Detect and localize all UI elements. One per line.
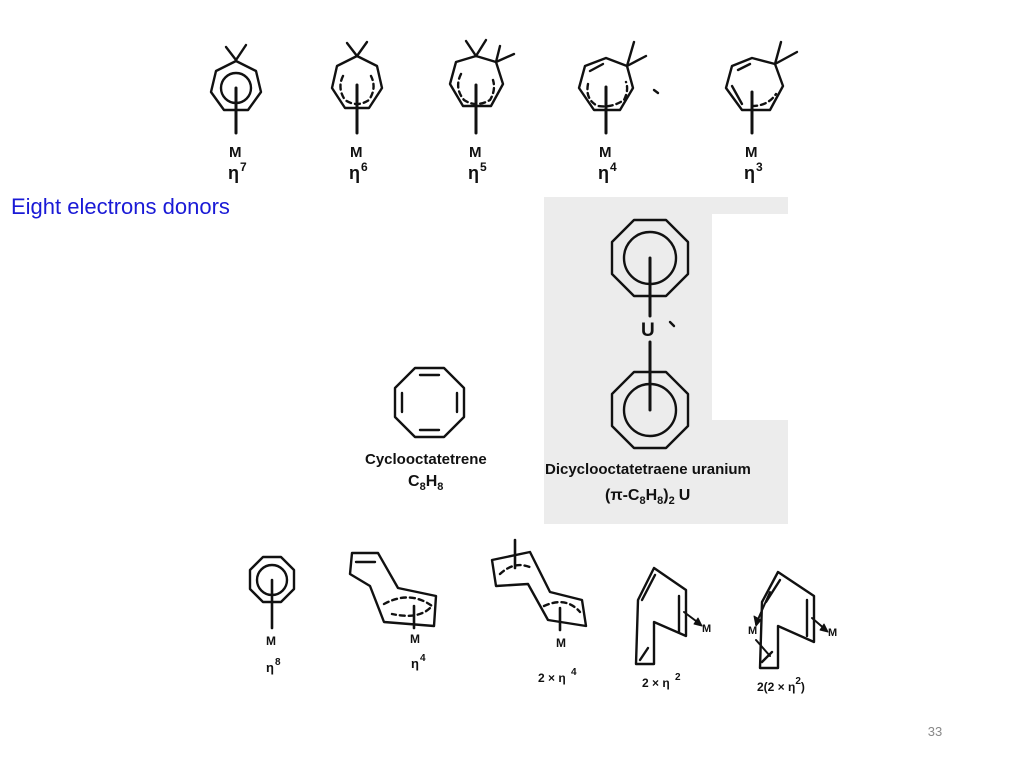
eta6-hapto-label: η bbox=[349, 163, 360, 183]
double-eta4-hapto-label: 2 × η bbox=[538, 671, 566, 685]
eta3-metal-label: M bbox=[745, 144, 758, 161]
double-eta4-metal-label: M bbox=[556, 636, 566, 650]
eta5-metal-label: M bbox=[469, 144, 482, 161]
cot-name: Cyclooctatetrene bbox=[365, 451, 487, 468]
eta4-hapto-number: 4 bbox=[610, 160, 617, 174]
eta6-metal-label: M bbox=[350, 144, 363, 161]
eta3-hapto-label: η bbox=[744, 163, 755, 183]
cot-formula-c-sub: 8 bbox=[420, 481, 426, 493]
cyclooctatetraene-structure: Cyclooctatetrene C8H8 bbox=[365, 366, 487, 493]
eta4-cot-hapto-label: η bbox=[411, 656, 419, 671]
uranocene-name: Dicyclooctatetraene uranium bbox=[545, 461, 751, 478]
eta7-complex: M η 7 bbox=[209, 43, 263, 183]
eta7-hapto-label: η bbox=[228, 163, 239, 183]
eta3-complex: M η 3 bbox=[724, 40, 799, 183]
uranocene-formula-c-sub: 8 bbox=[639, 495, 645, 507]
eta4-cot-hapto-number: 4 bbox=[420, 653, 426, 664]
eta4-cot-metal-label: M bbox=[410, 632, 420, 646]
eta4-hapto-label: η bbox=[598, 163, 609, 183]
eta3-hapto-number: 3 bbox=[756, 160, 763, 174]
uranocene-formula-close: ) bbox=[663, 487, 668, 504]
eta4-cot-complex: M η 4 bbox=[348, 551, 438, 671]
eta8-cot-complex: M η 8 bbox=[248, 555, 296, 675]
eta7-metal-label: M bbox=[229, 144, 242, 161]
uranocene-formula-metal: U bbox=[679, 487, 691, 504]
eta4-metal-label: M bbox=[599, 144, 612, 161]
eta6-hapto-number: 6 bbox=[361, 160, 368, 174]
eta4-complex: M η 4 bbox=[577, 40, 660, 183]
bridging-metal-left-label: M bbox=[748, 625, 757, 637]
eta8-metal-label: M bbox=[266, 634, 276, 648]
eta5-hapto-label: η bbox=[468, 163, 479, 183]
uranocene-formula-prefix: (π-C bbox=[605, 487, 640, 504]
double-eta2-hapto-label: 2 × η bbox=[642, 676, 670, 690]
uranocene-formula-n: 2 bbox=[669, 495, 675, 507]
double-eta2-metal-label: M bbox=[702, 623, 711, 635]
eta6-complex: M η 6 bbox=[330, 40, 384, 183]
page-number: 33 bbox=[927, 724, 943, 739]
eta5-complex: M η 5 bbox=[448, 38, 516, 183]
cot-formula-c: C bbox=[408, 473, 420, 490]
uranocene-formula-h: H bbox=[646, 487, 658, 504]
uranocene-formula-h-sub: 8 bbox=[657, 495, 663, 507]
slide-heading: Eight electrons donors bbox=[11, 194, 230, 219]
bridging-hapto-label: 2(2 × η2) bbox=[757, 676, 805, 694]
double-eta4-cot-complex: M 2 × η 4 bbox=[490, 538, 588, 685]
eta7-hapto-number: 7 bbox=[240, 160, 247, 174]
scanned-figure-cutout bbox=[712, 214, 788, 420]
eta8-hapto-number: 8 bbox=[275, 657, 281, 668]
bridging-hapto-label-start: 2(2 × η bbox=[757, 680, 795, 694]
cot-formula: C8H8 bbox=[408, 473, 443, 493]
bridging-hapto-label-end: ) bbox=[801, 680, 805, 694]
double-eta2-hapto-number: 2 bbox=[675, 672, 681, 683]
eta8-hapto-label: η bbox=[266, 660, 274, 675]
cot-formula-h-sub: 8 bbox=[437, 481, 443, 493]
bridging-hapto-number: 2 bbox=[795, 676, 801, 687]
bridging-eta2-cot-complex: M M 2(2 × η2) bbox=[748, 570, 837, 694]
uranium-atom-label: U bbox=[641, 320, 655, 341]
double-eta2-cot-complex: M 2 × η 2 bbox=[634, 566, 711, 690]
cot-formula-h: H bbox=[426, 473, 438, 490]
bridging-metal-right-label: M bbox=[828, 627, 837, 639]
double-eta4-hapto-number: 4 bbox=[571, 667, 577, 678]
eta5-hapto-number: 5 bbox=[480, 160, 487, 174]
